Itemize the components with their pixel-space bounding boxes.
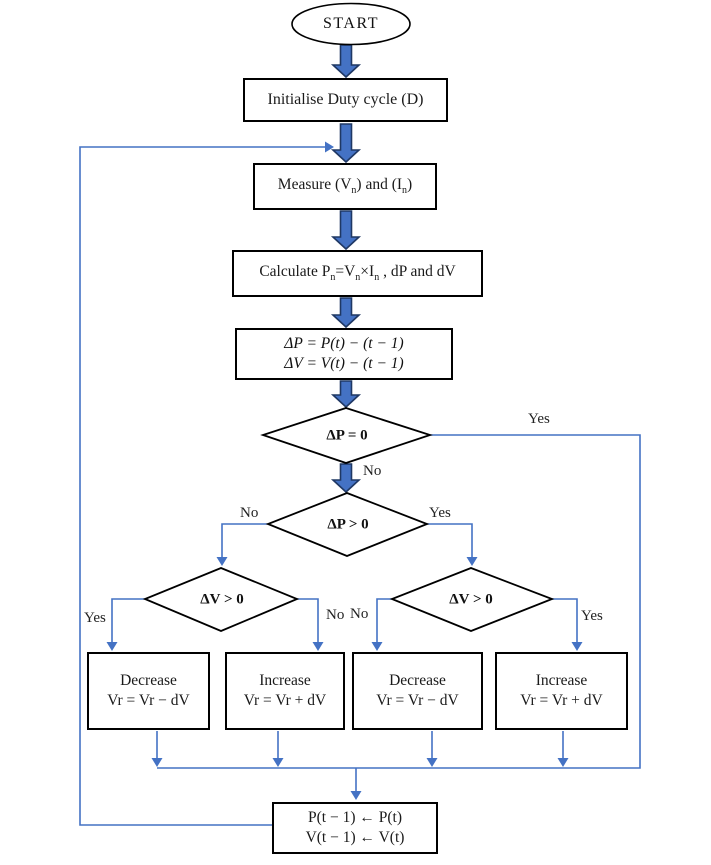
block-arrow-start-init-icon (330, 44, 362, 79)
action-decrease-left: Decrease Vr = Vr − dV (87, 652, 210, 730)
process-update-history: P(t − 1) ← P(t) V(t − 1) ← V(t) (272, 802, 438, 854)
measure-label: Measure (Vn) and (In) (277, 176, 413, 197)
decision-dp-zero-label: ΔP = 0 (326, 427, 368, 444)
connector-dv-right-no (376, 598, 392, 643)
arrowhead-dp-pos-yes-icon (466, 557, 478, 566)
connector-dv-right-yes (552, 598, 578, 643)
decision-dp-pos-shape (265, 492, 430, 557)
update-v-line: V(t − 1) ← V(t) (305, 829, 405, 846)
init-label: Initialise Duty cycle (D) (267, 90, 424, 108)
arrowhead-dp-pos-no-icon (216, 557, 228, 566)
action-increase-left-title: Increase (259, 671, 311, 689)
arrowhead-act4-icon (557, 758, 569, 767)
connector-dv-left-yes (111, 598, 145, 643)
connector-dv-left-no (297, 598, 319, 643)
update-p-line: P(t − 1) ← P(t) (308, 808, 402, 826)
action-decrease-right-title: Decrease (389, 671, 446, 689)
arrowhead-act3-icon (426, 758, 438, 767)
block-arrow-group (330, 44, 362, 494)
arrowhead-dv-left-no-icon (312, 642, 324, 651)
connector-lines (79, 146, 641, 826)
arrowheads (106, 141, 583, 800)
block-arrow-delta-dpzero-icon (330, 380, 362, 409)
action-increase-right-title: Increase (535, 671, 588, 689)
arrowhead-dv-left-yes-icon (106, 642, 118, 651)
delta-p-equation: ΔP = P(t) − (t − 1) (284, 334, 404, 352)
block-arrow-calc-delta-icon (330, 297, 362, 329)
action-increase-right-formula: Vr = Vr + dV (520, 692, 603, 709)
label-yes-dv-left: Yes (84, 610, 106, 626)
start-label: START (323, 15, 379, 32)
decision-dv-right-shape (389, 567, 555, 632)
label-no-dv-left: No (326, 607, 345, 623)
decision-dp-zero-shape (260, 407, 433, 464)
arrowhead-dv-right-yes-icon (571, 642, 583, 651)
arrowhead-act2-icon (272, 758, 284, 767)
action-decrease-right-formula: Vr = Vr − dV (376, 692, 459, 709)
action-decrease-right: Decrease Vr = Vr − dV (352, 652, 483, 730)
block-arrow-init-measure-icon (330, 123, 362, 164)
label-no-dp-zero: No (363, 463, 382, 479)
connector-dp-pos-no (221, 523, 268, 558)
process-measure: Measure (Vn) and (In) (253, 163, 437, 210)
process-delta-equations: ΔP = P(t) − (t − 1) ΔV = V(t) − (t − 1) (235, 328, 453, 380)
action-decrease-left-formula: Vr = Vr − dV (107, 692, 190, 709)
arrowhead-feedback-icon (325, 141, 334, 153)
action-increase-right: Increase Vr = Vr + dV (495, 652, 628, 730)
label-yes-dv-right: Yes (581, 608, 603, 624)
block-arrows (330, 44, 362, 494)
decision-dv-right-label: ΔV > 0 (449, 591, 493, 608)
process-initialise-duty-cycle: Initialise Duty cycle (D) (243, 78, 448, 122)
calculate-label: Calculate Pn=Vn×In , dP and dV (259, 263, 456, 284)
connector-feedback-loop (79, 146, 326, 826)
arrowhead-update-icon (350, 791, 362, 800)
action-increase-left: Increase Vr = Vr + dV (225, 652, 345, 730)
process-calculate: Calculate Pn=Vn×In , dP and dV (232, 250, 483, 297)
decision-dv-left-shape (142, 567, 300, 632)
label-no-dv-right: No (350, 606, 369, 622)
arrowhead-act1-icon (151, 758, 163, 767)
block-arrow-dpzero-dppos-icon (330, 463, 362, 494)
action-decrease-left-title: Decrease (120, 671, 177, 689)
action-increase-left-formula: Vr = Vr + dV (243, 692, 327, 709)
label-no-dp-pos: No (240, 505, 259, 521)
label-yes-dp-pos: Yes (429, 505, 451, 521)
start-terminator-shape (291, 2, 411, 46)
node-shapes (142, 2, 555, 632)
arrowhead-dv-right-no-icon (371, 642, 383, 651)
connector-dp-pos-yes (427, 523, 473, 558)
delta-v-equation: ΔV = V(t) − (t − 1) (284, 355, 404, 372)
block-arrow-measure-calc-icon (330, 210, 362, 251)
decision-dp-pos-label: ΔP > 0 (327, 516, 369, 533)
decision-dv-left-label: ΔV > 0 (200, 591, 244, 608)
label-yes-dp-zero: Yes (528, 411, 550, 427)
connector-dp-zero-yes-loop (157, 434, 641, 769)
